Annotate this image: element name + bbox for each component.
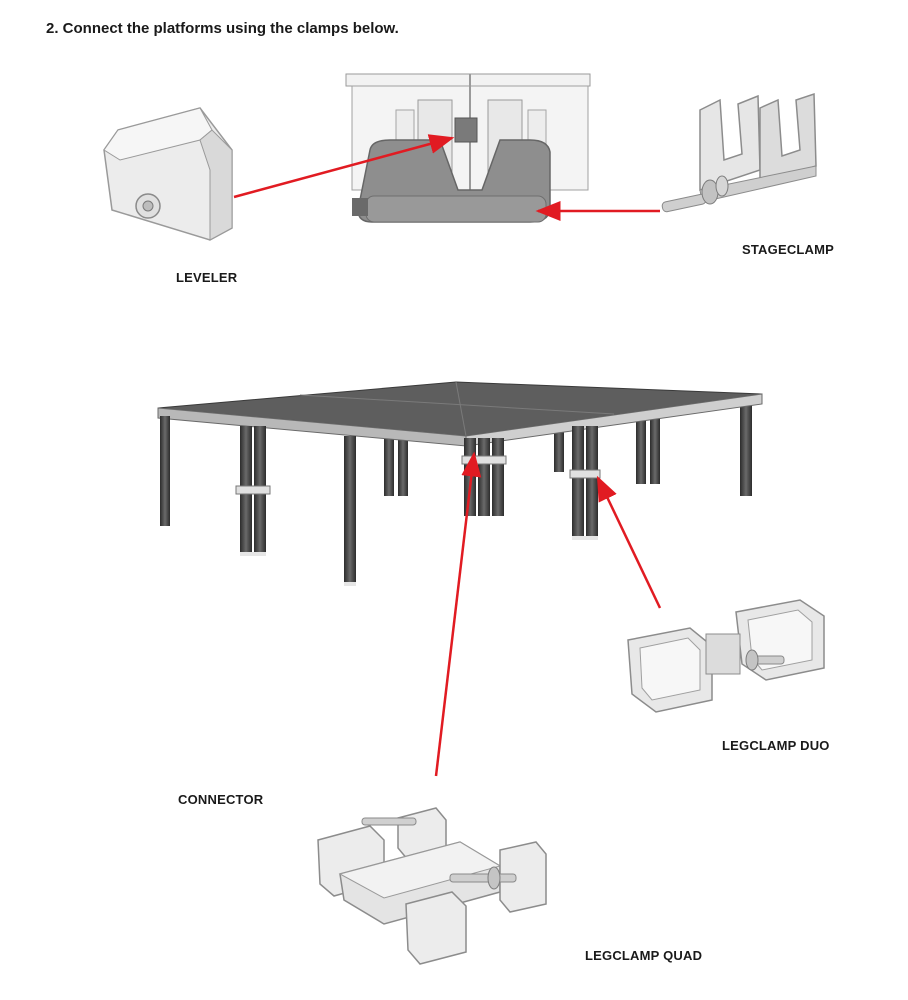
- leveler-arrow: [233, 134, 455, 199]
- instruction-title: 2. Connect the platforms using the clamp…: [46, 20, 399, 37]
- stage-platform: [157, 381, 763, 586]
- joint-detail: [345, 73, 591, 223]
- leveler-label: LEVELER: [176, 270, 238, 285]
- legclamp-duo-part: [627, 599, 825, 713]
- legclamp-duo-arrow: [596, 475, 662, 609]
- connector-label: CONNECTOR: [178, 792, 264, 807]
- leveler-part: [103, 107, 233, 241]
- stageclamp-part: [661, 92, 817, 213]
- legclamp-duo-label: LEGCLAMP DUO: [722, 738, 830, 753]
- stageclamp-label: STAGECLAMP: [742, 242, 835, 257]
- legclamp-quad-label: LEGCLAMP QUAD: [585, 948, 703, 963]
- legclamp-quad-part: [317, 807, 547, 965]
- connector-arrow: [434, 451, 482, 777]
